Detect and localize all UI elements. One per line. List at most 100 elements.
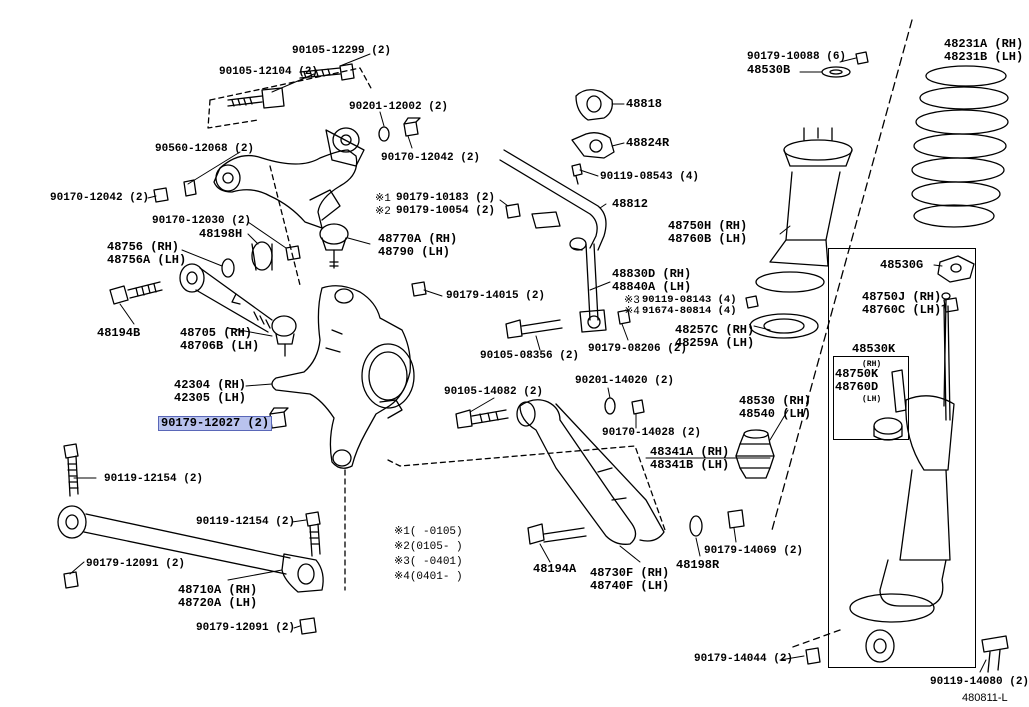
part-label[interactable]: 48705 (RH) bbox=[180, 326, 253, 340]
part-label[interactable]: 48756 (RH) bbox=[107, 240, 180, 254]
part-label[interactable]: 90179-10183 (2) bbox=[396, 192, 496, 204]
knuckle-icon bbox=[271, 285, 415, 469]
part-label[interactable]: 48341A (RH) bbox=[650, 445, 730, 459]
bump-kit-frame bbox=[833, 356, 909, 440]
nut-icon bbox=[153, 187, 169, 203]
part-label[interactable]: 90560-12068 (2) bbox=[155, 143, 255, 155]
part-label[interactable]: 90179-10088 (6) bbox=[747, 51, 847, 63]
nut-icon bbox=[631, 399, 645, 415]
part-label[interactable]: 48530G bbox=[880, 258, 924, 272]
note-mark: ※2 bbox=[375, 206, 391, 218]
part-label[interactable]: 42304 (RH) bbox=[174, 378, 247, 392]
part-label[interactable]: 48257C (RH) bbox=[675, 323, 755, 337]
part-label[interactable]: 48750J (RH) bbox=[862, 290, 942, 304]
part-label[interactable]: 90170-12042 (2) bbox=[50, 192, 150, 204]
part-label[interactable]: 90179-12091 (2) bbox=[196, 622, 296, 634]
part-label[interactable]: 48194A bbox=[533, 562, 577, 576]
bolt-icon bbox=[305, 511, 321, 557]
selected-part-label[interactable]: 90179-12027 (2) bbox=[157, 416, 273, 431]
part-label[interactable]: 48790 (LH) bbox=[378, 245, 451, 259]
note-mark: ※4 bbox=[624, 306, 640, 318]
part-label[interactable]: 90119-08543 (4) bbox=[600, 171, 700, 183]
part-label[interactable]: 90119-12154 (2) bbox=[104, 473, 204, 485]
part-label[interactable]: 48730F (RH) bbox=[590, 566, 670, 580]
nut-icon bbox=[617, 309, 631, 325]
bump-stop-icon bbox=[735, 429, 775, 479]
part-label[interactable]: 90119-08143 (4) bbox=[642, 294, 737, 306]
coil-spring-icon bbox=[911, 65, 1009, 228]
part-label[interactable]: 48818 bbox=[626, 97, 663, 111]
bolt-icon bbox=[505, 319, 563, 339]
bushing-icon bbox=[575, 89, 613, 121]
shock-mount-icon bbox=[755, 127, 853, 293]
part-label[interactable]: 48540 (LH) bbox=[739, 407, 812, 421]
part-label[interactable]: 48750K bbox=[835, 367, 879, 381]
nut-icon bbox=[183, 179, 197, 197]
nut-icon bbox=[269, 411, 287, 429]
nut-icon bbox=[285, 245, 301, 261]
part-label[interactable]: 90105-12104 (2) bbox=[219, 66, 319, 78]
nut-icon bbox=[727, 509, 745, 529]
part-label[interactable]: 90105-14082 (2) bbox=[444, 386, 544, 398]
part-label[interactable]: 48194B bbox=[97, 326, 141, 340]
part-label[interactable]: 48198H bbox=[199, 227, 243, 241]
part-label[interactable]: 48198R bbox=[676, 558, 720, 572]
part-label[interactable]: 48830D (RH) bbox=[612, 267, 692, 281]
nut-icon bbox=[403, 121, 419, 137]
part-label[interactable]: 90179-14044 (2) bbox=[694, 653, 794, 665]
bolt-icon bbox=[63, 443, 79, 497]
part-label[interactable]: 48341B (LH) bbox=[650, 458, 730, 472]
bolt-icon bbox=[571, 163, 583, 185]
part-label[interactable]: 91674-80814 (4) bbox=[642, 305, 737, 317]
part-label[interactable]: 90170-12042 (2) bbox=[381, 152, 481, 164]
part-label[interactable]: 48740F (LH) bbox=[590, 579, 670, 593]
part-label[interactable]: 48812 bbox=[612, 197, 649, 211]
part-label[interactable]: 48824R bbox=[626, 136, 670, 150]
date-note: ※2(0105- ) bbox=[394, 541, 463, 553]
part-label[interactable]: 48231B (LH) bbox=[944, 50, 1024, 64]
bracket-icon bbox=[571, 132, 615, 159]
part-label[interactable]: 90201-12002 (2) bbox=[349, 101, 449, 113]
part-label[interactable]: 48750H (RH) bbox=[668, 219, 748, 233]
bolt-icon bbox=[981, 635, 1009, 673]
part-label[interactable]: 48760D bbox=[835, 380, 879, 394]
small-mark: (LH) bbox=[862, 395, 882, 404]
part-label[interactable]: 90179-10054 (2) bbox=[396, 205, 496, 217]
part-label[interactable]: 48259A (LH) bbox=[675, 336, 755, 350]
shock-absorber-icon bbox=[849, 292, 955, 663]
part-label[interactable]: 90170-12030 (2) bbox=[152, 215, 252, 227]
part-label[interactable]: 90119-12154 (2) bbox=[196, 516, 296, 528]
part-label[interactable]: 48231A (RH) bbox=[944, 37, 1024, 51]
part-label[interactable]: 90179-14069 (2) bbox=[704, 545, 804, 557]
part-label[interactable]: 48840A (LH) bbox=[612, 280, 692, 294]
bolt-icon bbox=[227, 87, 285, 109]
part-label[interactable]: 48770A (RH) bbox=[378, 232, 458, 246]
diagram-id: 480811-L bbox=[962, 692, 1008, 704]
part-label[interactable]: 48760C (LH) bbox=[862, 303, 942, 317]
date-note: ※4(0401- ) bbox=[394, 571, 463, 583]
part-label[interactable]: 48760B (LH) bbox=[668, 232, 748, 246]
part-label[interactable]: 48710A (RH) bbox=[178, 583, 258, 597]
washer-icon bbox=[221, 258, 235, 278]
part-label[interactable]: 42305 (LH) bbox=[174, 391, 247, 405]
part-label[interactable]: 90179-08206 (2) bbox=[588, 343, 688, 355]
lower-link-icon bbox=[57, 505, 324, 593]
nut-icon bbox=[745, 295, 759, 309]
part-label[interactable]: 48756A (LH) bbox=[107, 253, 187, 267]
part-label[interactable]: 90170-14028 (2) bbox=[602, 427, 702, 439]
part-label[interactable]: 48720A (LH) bbox=[178, 596, 258, 610]
upper-arm-icon bbox=[213, 127, 365, 269]
bolt-icon bbox=[299, 63, 355, 81]
shock-assembly-frame bbox=[828, 248, 976, 668]
part-label[interactable]: 48530B bbox=[747, 63, 791, 77]
part-label[interactable]: 90119-14080 (2) bbox=[930, 676, 1029, 688]
part-label[interactable]: 90105-12299 (2) bbox=[292, 45, 392, 57]
part-label[interactable]: 48706B (LH) bbox=[180, 339, 260, 353]
part-label[interactable]: 90179-12091 (2) bbox=[86, 558, 186, 570]
part-label[interactable]: 90179-14015 (2) bbox=[446, 290, 546, 302]
part-label[interactable]: 90105-08356 (2) bbox=[480, 350, 580, 362]
part-label[interactable]: 48530K bbox=[852, 342, 896, 356]
part-label[interactable]: 48530 (RH) bbox=[739, 394, 812, 408]
part-label[interactable]: 90201-14020 (2) bbox=[575, 375, 675, 387]
